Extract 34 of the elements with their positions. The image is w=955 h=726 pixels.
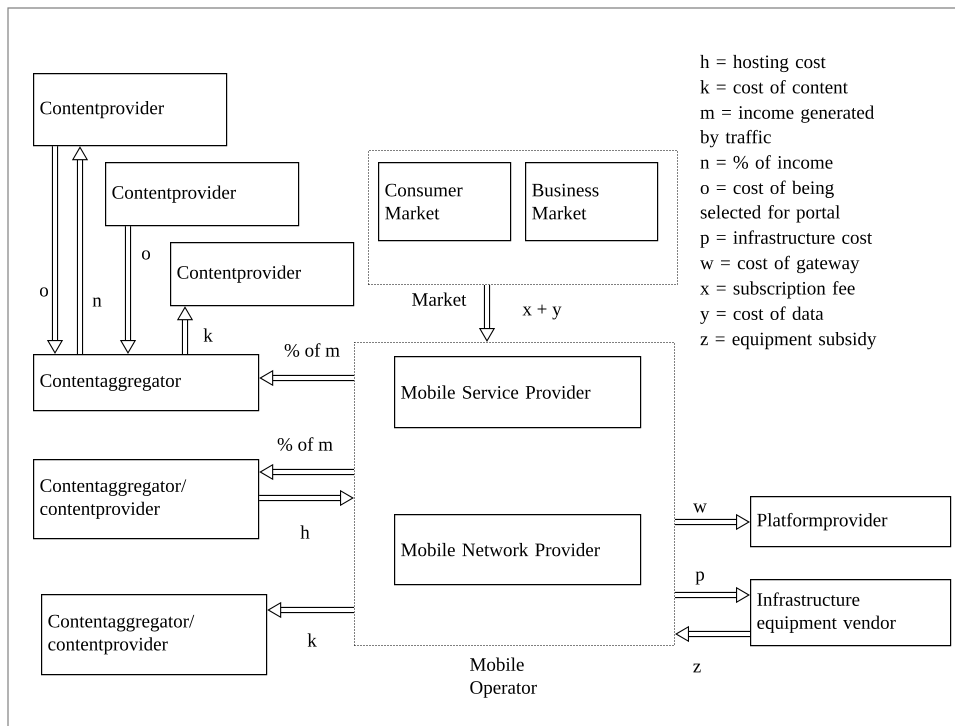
- key-entry: k = cost of content: [700, 80, 848, 94]
- key-entry: p = infrastructure cost: [700, 230, 872, 248]
- process-box: Contentaggregator/ contentprovider: [41, 594, 268, 676]
- edge-label: k: [202, 327, 214, 343]
- key-entry: y = cost of data: [700, 306, 824, 324]
- key-entry: x = subscription fee: [700, 281, 855, 298]
- key-entry: w = cost of gateway: [700, 256, 860, 274]
- key-entry: n = % of income: [700, 155, 832, 169]
- process-box: Contentaggregator/ contentprovider: [33, 459, 260, 540]
- key-entry: z = equipment subsidy: [700, 332, 876, 350]
- edge-label: z: [692, 662, 702, 674]
- process-box: Contentaggregator: [33, 354, 260, 412]
- process-box: Mobile Network Provider: [394, 514, 642, 586]
- process-box: Contentprovider: [170, 242, 354, 306]
- key-entry: h = hosting cost: [700, 54, 826, 72]
- process-box: Platformprovider: [750, 496, 952, 548]
- process-box: Business Market: [525, 162, 658, 242]
- edge-label: p: [694, 570, 706, 586]
- edge-label: w: [692, 502, 708, 514]
- edge-label: h: [299, 524, 311, 540]
- process-box: Consumer Market: [378, 162, 512, 242]
- edge-label: n: [91, 296, 103, 308]
- edge-label: o: [38, 286, 50, 298]
- node-label: Mobile Operator: [470, 658, 537, 698]
- edge-label: o: [140, 249, 152, 261]
- edge-label: k: [306, 632, 318, 648]
- process-box: Mobile Service Provider: [394, 356, 642, 428]
- process-box: Infrastructure equipment vendor: [750, 579, 952, 646]
- node-label: Market: [412, 292, 466, 306]
- edge-label: % of m: [276, 436, 334, 452]
- edge-label: x + y: [521, 304, 563, 320]
- process-box: Contentprovider: [33, 73, 228, 146]
- process-box: Contentprovider: [105, 162, 300, 226]
- edge-label: % of m: [283, 342, 341, 358]
